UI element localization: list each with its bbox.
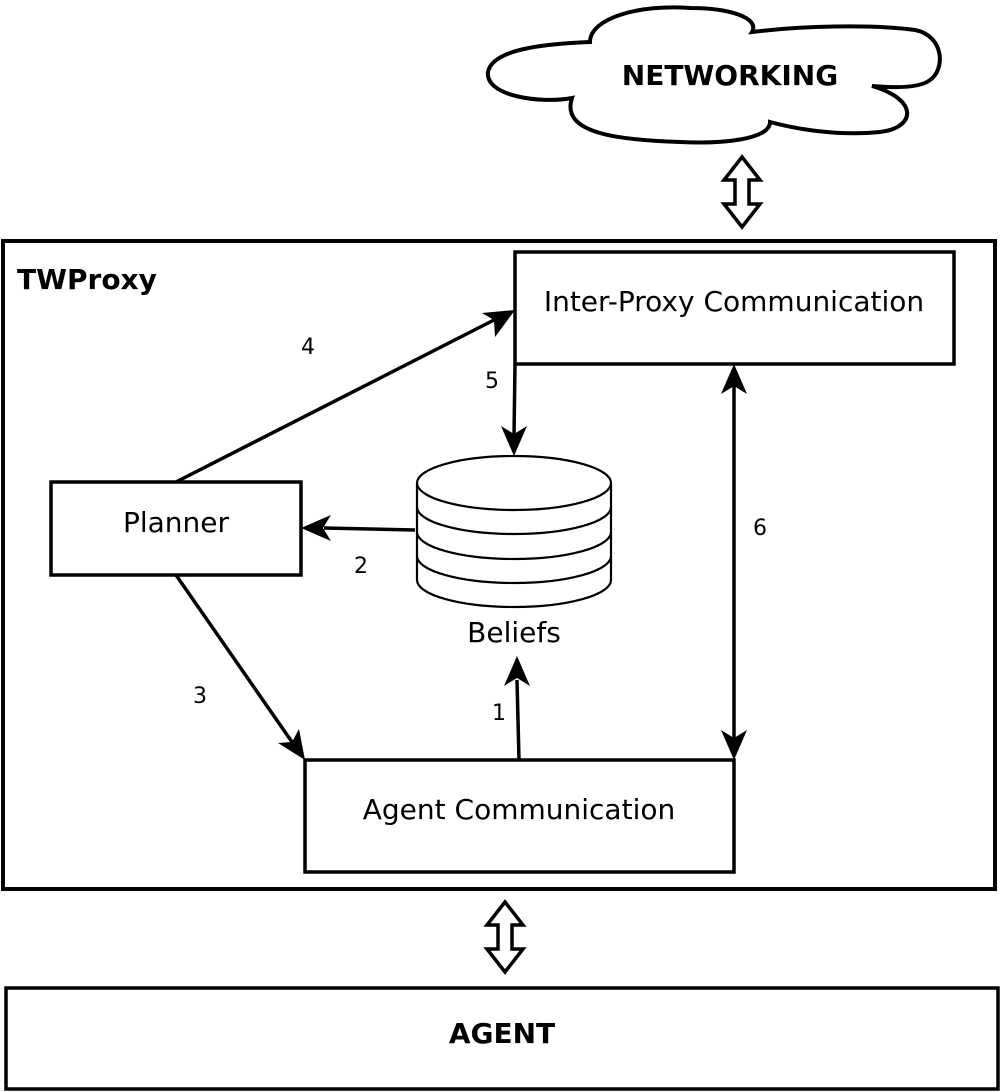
twproxy-container [1, 239, 997, 891]
cloud-proxy-double-arrow [720, 154, 764, 230]
edge-1-label: 1 [492, 701, 506, 726]
edge-6-label: 6 [753, 516, 767, 541]
inter-proxy-label: Inter-Proxy Communication [544, 285, 924, 318]
agent-communication-box: Agent Communication [303, 758, 736, 874]
agent-label: AGENT [449, 1017, 555, 1050]
beliefs-label: Beliefs [467, 616, 561, 649]
edge-6: 6 [721, 364, 767, 760]
edge-3-label: 3 [193, 684, 207, 709]
edge-4-label: 4 [301, 335, 315, 360]
edge-4: 4 [175, 310, 515, 484]
networking-label: NETWORKING [622, 59, 838, 92]
edge-5-label: 5 [485, 369, 499, 394]
planner-label: Planner [123, 506, 230, 539]
beliefs-database-icon [415, 454, 613, 609]
edge-3: 3 [174, 574, 305, 760]
networking-cloud: NETWORKING [485, 5, 942, 145]
edge-2-label: 2 [354, 554, 368, 579]
edge-5: 5 [485, 363, 527, 456]
planner-box: Planner [49, 480, 303, 577]
twproxy-title: TWProxy [17, 263, 157, 296]
edge-2: 2 [301, 515, 416, 579]
agent-communication-label: Agent Communication [363, 793, 675, 826]
inter-proxy-box: Inter-Proxy Communication [513, 250, 956, 366]
edge-1: 1 [492, 656, 530, 761]
proxy-agent-double-arrow [483, 899, 527, 975]
agent-box: AGENT [4, 986, 1000, 1091]
